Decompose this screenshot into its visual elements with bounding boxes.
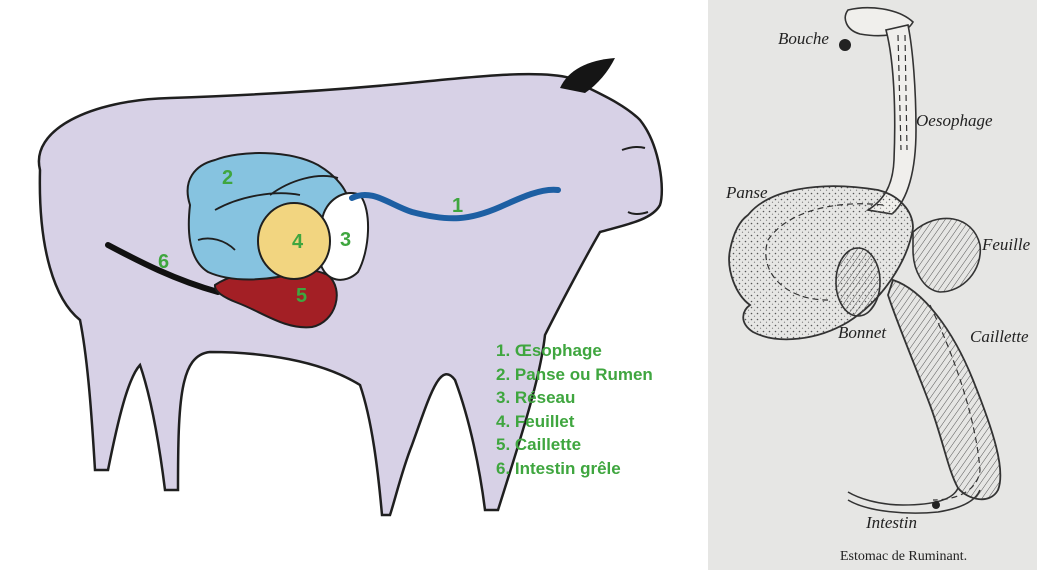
legend-item-oesophage: 1. Œsophage xyxy=(496,339,653,363)
legend-item-panse: 2. Panse ou Rumen xyxy=(496,363,653,387)
oesophagus-tube xyxy=(868,25,916,214)
legend-item-feuillet: 4. Feuillet xyxy=(496,410,653,434)
marker-5: 5 xyxy=(296,285,307,307)
organ-legend: 1. Œsophage 2. Panse ou Rumen 3. Réseau … xyxy=(496,339,653,480)
intestine-tube xyxy=(848,488,980,513)
label-intestin: Intestin xyxy=(865,513,917,532)
reticulum-shape xyxy=(836,248,880,316)
label-oesophage: Oesophage xyxy=(916,111,993,130)
sheep-diagram-panel: 1 2 3 4 5 6 1. Œsophage 2. Panse ou Rume… xyxy=(0,0,700,570)
marker-6: 6 xyxy=(158,251,169,273)
marker-1: 1 xyxy=(452,195,463,217)
engraving-panel: Bouche Oesophage Panse Feuille Bonnet Ca… xyxy=(708,0,1037,570)
legend-item-caillette: 5. Caillette xyxy=(496,433,653,457)
rumen-shape xyxy=(729,186,913,339)
label-panse: Panse xyxy=(725,183,768,202)
label-caillette: Caillette xyxy=(970,327,1029,346)
abomasum-shape xyxy=(888,280,1000,499)
mouth-dot xyxy=(839,39,851,51)
legend-item-intestin: 6. Intestin grêle xyxy=(496,457,653,481)
stomach-engraving: Bouche Oesophage Panse Feuille Bonnet Ca… xyxy=(708,0,1037,570)
label-feuillet: Feuille xyxy=(981,235,1031,254)
label-bonnet: Bonnet xyxy=(838,323,887,342)
ear-shape xyxy=(560,58,615,93)
marker-3: 3 xyxy=(340,229,351,251)
engraving-caption: Estomac de Ruminant. xyxy=(840,549,967,564)
omasum-shape xyxy=(913,218,980,292)
sheep-illustration: 1 2 3 4 5 6 xyxy=(0,0,700,570)
intestine-dot xyxy=(932,501,940,509)
marker-2: 2 xyxy=(222,167,233,189)
label-bouche: Bouche xyxy=(778,29,829,48)
marker-4: 4 xyxy=(292,231,304,253)
legend-item-reseau: 3. Réseau xyxy=(496,386,653,410)
